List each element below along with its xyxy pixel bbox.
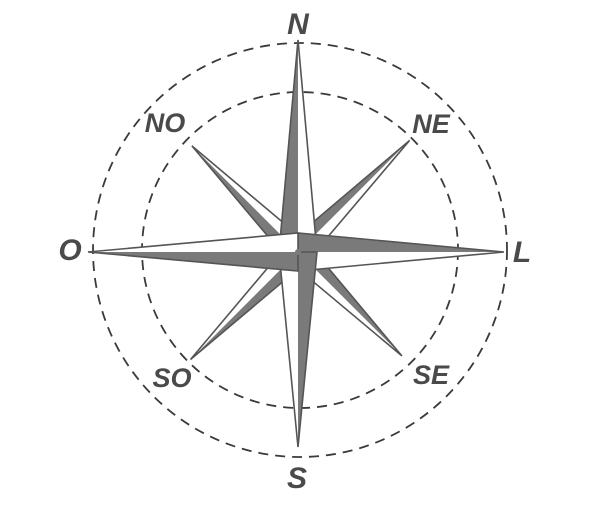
ray-southwest-dark (190, 252, 308, 360)
label-southwest: SO (152, 363, 191, 393)
label-northeast: NE (412, 109, 450, 139)
label-southeast: SE (413, 360, 450, 390)
outer-dashed-ring (92, 42, 508, 458)
ray-northeast-light (298, 140, 410, 262)
label-south: S (287, 462, 307, 495)
label-west: O (58, 234, 81, 267)
compass-center-hub (295, 249, 301, 255)
ray-northeast-dark (288, 140, 410, 252)
label-northwest: NO (145, 108, 186, 138)
ray-northwest-dark (191, 145, 298, 262)
ray-southeast-dark (298, 242, 402, 356)
ray-southeast-light (288, 252, 402, 356)
ray-southwest-light (190, 242, 298, 360)
ray-northwest-light (191, 145, 308, 252)
label-north: N (287, 8, 310, 41)
compass-star (87, 39, 505, 448)
label-east: L (513, 236, 531, 269)
